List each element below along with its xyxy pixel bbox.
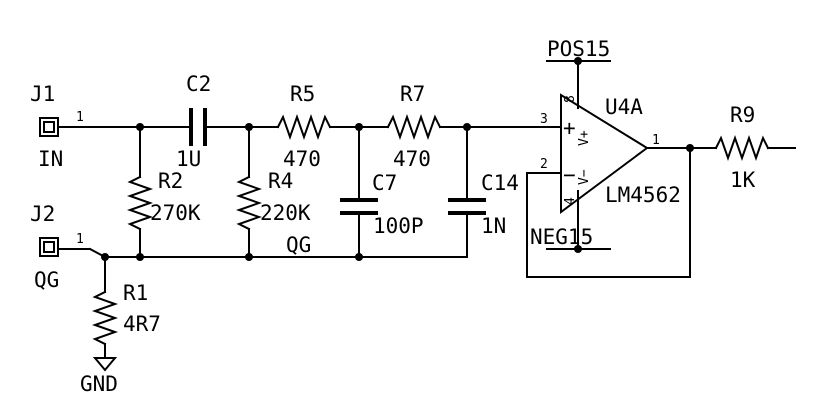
junction-dot xyxy=(245,123,253,131)
opamp-u4a xyxy=(560,93,649,214)
j2-value-label: QG xyxy=(34,268,59,292)
c7-value-label: 100P xyxy=(373,214,424,238)
r1-ref-label: R1 xyxy=(123,281,148,305)
junction-dot xyxy=(355,253,363,261)
junction-dot xyxy=(136,253,144,261)
junction-dot xyxy=(355,123,363,131)
junction-dot xyxy=(101,253,109,261)
pin-vplus: 8 xyxy=(563,95,578,103)
r1-value-label: 4R7 xyxy=(123,312,161,336)
gnd-net-label: GND xyxy=(80,372,118,396)
pos15-net-label: POS15 xyxy=(547,37,610,61)
capacitor-c14 xyxy=(448,198,486,215)
c2-value-label: 1U xyxy=(176,147,201,171)
connector-j1 xyxy=(39,117,59,137)
r9-value-label: 1K xyxy=(730,168,756,192)
resistor-r9 xyxy=(714,134,770,162)
opamp-plus-sign: + xyxy=(563,116,576,140)
r5-ref-label: R5 xyxy=(290,82,315,106)
pin-in-minus: 2 xyxy=(540,157,548,172)
junction-dot xyxy=(245,253,253,261)
r4-ref-label: R4 xyxy=(268,169,293,193)
r2-ref-label: R2 xyxy=(158,169,183,193)
vplus-label: V+ xyxy=(577,130,592,146)
j1-pin-label: 1 xyxy=(76,110,84,125)
opamp-minus-sign: − xyxy=(563,163,576,187)
junction-dot xyxy=(463,123,471,131)
r4-value-label: 220K xyxy=(260,201,311,225)
ground-icon xyxy=(92,357,118,372)
vminus-label: V− xyxy=(577,169,592,185)
capacitor-c2 xyxy=(189,108,207,146)
r9-ref-label: R9 xyxy=(730,103,755,127)
c2-ref-label: C2 xyxy=(186,72,211,96)
resistor-r4 xyxy=(235,175,263,231)
r2-value-label: 270K xyxy=(150,201,201,225)
u4a-value-label: LM4562 xyxy=(605,183,681,207)
wire-feedback xyxy=(526,147,691,278)
junction-dot xyxy=(574,57,582,65)
capacitor-c7 xyxy=(340,198,378,215)
u4a-ref-label: U4A xyxy=(605,95,643,119)
r5-value-label: 470 xyxy=(283,147,321,171)
junction-dot xyxy=(686,144,694,152)
pin-in-plus: 3 xyxy=(540,112,548,127)
pin-out: 1 xyxy=(652,133,660,148)
resistor-r5 xyxy=(276,113,332,141)
resistor-r2 xyxy=(126,175,154,231)
resistor-r7 xyxy=(386,113,442,141)
c7-ref-label: C7 xyxy=(372,171,397,195)
pin-vminus: 4 xyxy=(563,197,578,205)
qg-net-label: QG xyxy=(286,233,311,257)
junction-dot xyxy=(574,245,582,253)
c14-value-label: 1N xyxy=(481,214,506,238)
junction-dot xyxy=(136,123,144,131)
j1-ref-label: J1 xyxy=(30,82,55,106)
neg15-net-label: NEG15 xyxy=(530,225,593,249)
j1-value-label: IN xyxy=(38,147,63,171)
c14-ref-label: C14 xyxy=(481,171,519,195)
j2-pin-label: 1 xyxy=(76,232,84,247)
r7-ref-label: R7 xyxy=(400,82,425,106)
connector-j2 xyxy=(39,237,59,257)
r7-value-label: 470 xyxy=(393,147,431,171)
j2-ref-label: J2 xyxy=(30,202,55,226)
resistor-r1 xyxy=(91,290,119,346)
